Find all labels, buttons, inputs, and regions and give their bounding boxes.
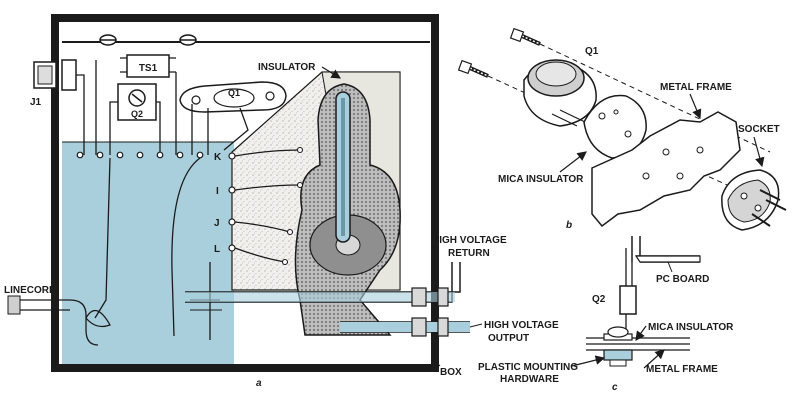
svg-text:L: L [214, 244, 220, 255]
mica-insulator-part [583, 94, 647, 159]
insulator-label: INSULATOR [258, 62, 316, 73]
hv-output-label-2: OUTPUT [488, 333, 529, 344]
svg-text:I: I [216, 186, 219, 197]
screw-upper [509, 27, 541, 46]
terminal-strip [76, 151, 204, 159]
top-screw-right [179, 34, 197, 46]
mounting-stack [586, 337, 690, 351]
mica-insulator-label-c: MICA INSULATOR [648, 322, 734, 333]
figure-a: TS1 J1 Q2 Q1 [4, 14, 559, 389]
q1-can [523, 59, 597, 127]
figure-b-caption: b [566, 220, 572, 231]
hv-output-label-1: HIGH VOLTAGE [484, 320, 559, 331]
screw-lower [457, 59, 489, 78]
metal-frame-part [591, 111, 741, 228]
j1-connector [33, 59, 77, 91]
q1-label-top: Q1 [228, 88, 240, 98]
socket-part [721, 169, 787, 231]
figure-b: Q1 MICA INSULATOR METAL FRAME SO [457, 27, 787, 231]
wires-terminals [234, 149, 301, 263]
metal-frame-label-b: METAL FRAME [660, 82, 732, 93]
wires-top [76, 60, 209, 155]
q1-label-b: Q1 [585, 46, 599, 57]
wire-q1-k [223, 107, 249, 151]
box-label: BOX [440, 367, 462, 378]
q2-label-top: Q2 [131, 109, 143, 119]
svg-text:K: K [214, 152, 222, 163]
q2-transistor [117, 83, 157, 121]
q2-label-c: Q2 [592, 294, 606, 305]
linecord-cable [15, 299, 99, 346]
linecord-label: LINECORD [4, 285, 56, 296]
plastic-mounting-label-2: HARDWARE [500, 374, 559, 385]
plastic-mounting-label-1: PLASTIC MOUNTING [478, 362, 578, 373]
figure-a-caption: a [256, 378, 262, 389]
pc-board [631, 236, 700, 263]
figure-c-caption: c [612, 382, 618, 393]
mica-insulator-label-b: MICA INSULATOR [498, 174, 584, 185]
feedthrough-upper [411, 287, 449, 307]
svg-text:J: J [214, 218, 220, 229]
hv-return-label-1: HIGH VOLTAGE [432, 235, 507, 246]
j1-label: J1 [30, 97, 42, 108]
figure-c: PC BOARD Q2 MICA INSULATOR PLASTIC MOUNT… [478, 236, 734, 393]
socket-label: SOCKET [738, 124, 780, 135]
feedthrough-lower [411, 317, 449, 337]
q2-body [619, 285, 637, 315]
hv-return-label-2: RETURN [448, 248, 490, 259]
pc-board-label: PC BOARD [656, 274, 709, 285]
oil-fill [62, 142, 234, 364]
ts1-block [126, 54, 170, 78]
top-screw-left [99, 34, 117, 46]
ts1-label: TS1 [139, 63, 158, 74]
metal-frame-label-c: METAL FRAME [646, 364, 718, 375]
q1-transistor [179, 81, 287, 113]
